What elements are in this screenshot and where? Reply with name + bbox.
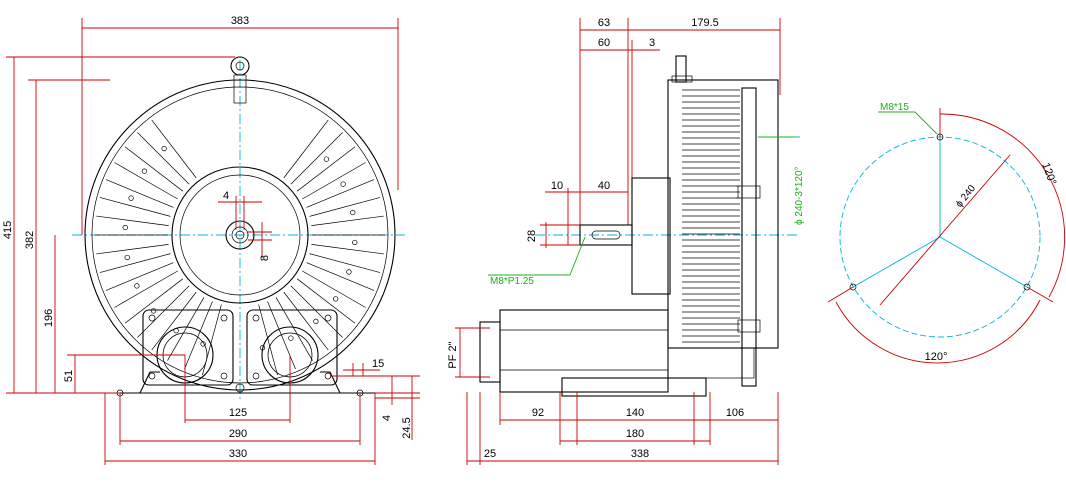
fin-line bbox=[309, 197, 381, 217]
fin-line bbox=[114, 162, 178, 200]
fin-bolt bbox=[134, 283, 140, 289]
dim-height-382: 382 bbox=[24, 231, 36, 249]
dim-pf: PF 2" bbox=[447, 341, 459, 368]
fin-line bbox=[96, 244, 169, 255]
dim-shaft-8: 8 bbox=[259, 255, 271, 261]
dim-shaft-4: 4 bbox=[223, 190, 229, 202]
dim-28: 28 bbox=[526, 230, 538, 242]
cooling-fins bbox=[95, 119, 385, 376]
fin-line bbox=[151, 119, 197, 179]
dim-height-196: 196 bbox=[43, 309, 55, 327]
dim-106: 106 bbox=[726, 407, 744, 419]
note-thread: M8*P1.25 bbox=[490, 276, 534, 287]
fin-line bbox=[99, 253, 171, 273]
dim-foot-15: 15 bbox=[372, 358, 384, 370]
fin-bolt bbox=[150, 308, 157, 314]
fin-bolt bbox=[346, 269, 352, 275]
fin-bolt bbox=[313, 318, 319, 325]
fin-line bbox=[290, 285, 343, 338]
fin-line bbox=[99, 197, 171, 217]
dim-3: 3 bbox=[649, 37, 655, 49]
flange-view: ϕ 240 120° 120° M8*15 bbox=[827, 102, 1066, 364]
side-view: 63 179.5 60 3 10 40 28 M8*P1.25 ϕ 240-3*… bbox=[447, 17, 805, 465]
fin-line bbox=[137, 132, 190, 185]
fin-bolt bbox=[141, 168, 148, 174]
fin-bolt bbox=[323, 156, 330, 162]
fin-line bbox=[302, 270, 366, 308]
fin-line bbox=[137, 285, 190, 338]
dim-338: 338 bbox=[631, 448, 649, 460]
fin-line bbox=[124, 278, 184, 324]
dim-10: 10 bbox=[551, 180, 563, 192]
fin-line bbox=[258, 304, 278, 376]
fin-line bbox=[283, 291, 329, 351]
dim-60: 60 bbox=[598, 37, 610, 49]
dim-25: 25 bbox=[484, 448, 496, 460]
fin-line bbox=[309, 253, 381, 273]
fin-line bbox=[306, 179, 375, 208]
fin-bolt bbox=[332, 296, 339, 302]
dim-140: 140 bbox=[626, 407, 644, 419]
dim-width-top: 383 bbox=[231, 15, 249, 27]
fin-bolt bbox=[340, 181, 346, 187]
dim-height-total: 415 bbox=[2, 221, 14, 239]
dim-foot-24-5: 24.5 bbox=[401, 417, 413, 438]
dim-foot-330: 330 bbox=[229, 448, 247, 460]
dim-92: 92 bbox=[532, 407, 544, 419]
fin-line bbox=[124, 146, 184, 192]
note-bolt-circle: ϕ 240-3*120° bbox=[794, 166, 805, 225]
fin-line bbox=[302, 162, 366, 200]
note-flange-bolt: M8*15 bbox=[880, 102, 909, 113]
note-angle-bottom: 120° bbox=[925, 351, 948, 363]
dim-180: 180 bbox=[626, 428, 644, 440]
fin-line bbox=[151, 291, 197, 351]
fin-line bbox=[290, 132, 343, 185]
fin-line bbox=[311, 215, 384, 226]
fin-bolt bbox=[350, 209, 356, 216]
fin-line bbox=[184, 301, 213, 370]
dim-foot-290: 290 bbox=[229, 428, 247, 440]
dim-foot-125: 125 bbox=[229, 407, 247, 419]
fin-line bbox=[283, 119, 329, 179]
fin-bolt bbox=[124, 254, 130, 261]
fin-line bbox=[296, 146, 356, 192]
fin-line bbox=[306, 262, 375, 291]
dim-179-5: 179.5 bbox=[691, 17, 719, 29]
fin-bolt bbox=[200, 341, 206, 347]
dim-height-51: 51 bbox=[63, 370, 75, 382]
fin-line bbox=[167, 297, 205, 361]
fin-line bbox=[96, 215, 169, 226]
side-fins bbox=[682, 89, 740, 343]
fin-line bbox=[267, 301, 296, 370]
fin-line bbox=[105, 179, 174, 208]
fin-bolt bbox=[161, 145, 167, 152]
fin-bolt bbox=[288, 335, 294, 341]
fin-bolt bbox=[122, 224, 128, 231]
fin-line bbox=[311, 244, 384, 255]
fin-bolt bbox=[352, 239, 358, 246]
front-view: 383 415 382 196 51 4 8 125 290 bbox=[2, 15, 420, 465]
fin-line bbox=[296, 278, 356, 324]
dim-63: 63 bbox=[598, 17, 610, 29]
dim-foot-4: 4 bbox=[381, 415, 393, 421]
fin-bolt bbox=[128, 195, 134, 201]
fin-line bbox=[275, 297, 313, 361]
fin-line bbox=[114, 270, 178, 308]
note-angle-right: 120° bbox=[1039, 161, 1058, 186]
fin-line bbox=[105, 262, 174, 291]
dim-40: 40 bbox=[598, 180, 610, 192]
